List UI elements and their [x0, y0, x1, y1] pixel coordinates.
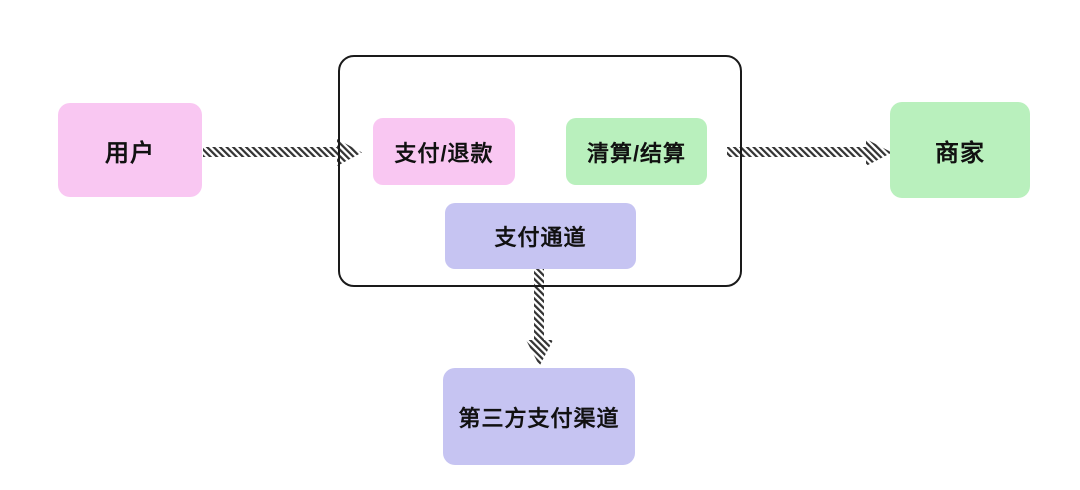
- node-merchant: 商家: [890, 102, 1030, 198]
- arrow-payment-channel-to-third-party: [526, 266, 553, 366]
- node-payment-channel: 支付通道: [445, 203, 636, 269]
- arrow-user-to-payment-system: [203, 139, 362, 166]
- node-payment-refund: 支付/退款: [373, 118, 515, 185]
- node-clearing-settlement: 清算/结算: [566, 118, 707, 185]
- node-third-party-channel: 第三方支付渠道: [443, 368, 635, 465]
- arrow-payment-system-to-merchant: [727, 139, 892, 166]
- payment-system-boundary: [338, 55, 742, 287]
- node-user: 用户: [58, 103, 202, 197]
